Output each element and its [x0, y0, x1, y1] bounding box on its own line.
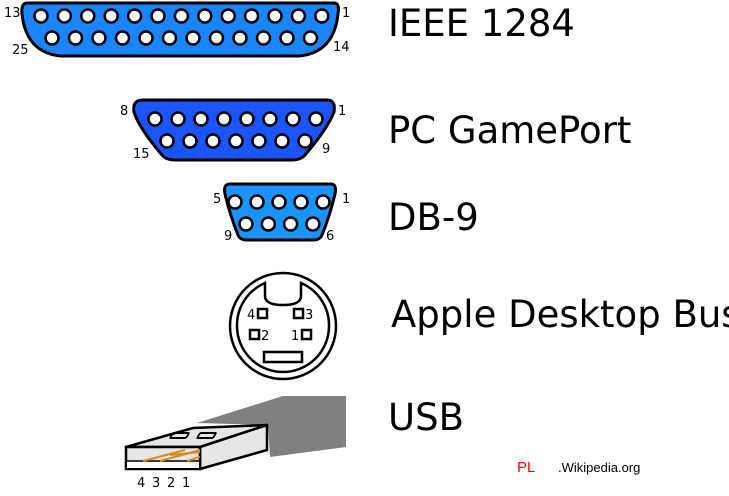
pin-label: 1 [291, 329, 299, 344]
pin-label: 1 [338, 104, 346, 119]
pin-hole [232, 30, 248, 46]
pin-hole [251, 133, 267, 149]
pin-hole [44, 30, 60, 46]
pin-hole [216, 111, 232, 127]
watermark-suffix: .Wikipedia.org [558, 460, 640, 475]
adb-pin [300, 328, 313, 341]
pin-label: 13 [4, 6, 21, 21]
pin-hole [274, 133, 290, 149]
pin-hole [147, 111, 163, 127]
pin-hole [238, 216, 254, 232]
adb-pin [248, 328, 261, 341]
pin-hole [228, 133, 244, 149]
pin-hole [297, 133, 313, 149]
pin-hole [255, 30, 272, 46]
gameport-title: PC GamePort [388, 109, 631, 152]
pin-label: 14 [333, 40, 350, 55]
usb-cable [197, 396, 346, 457]
watermark-prefix: PL [517, 459, 535, 476]
adb-inner-face [235, 281, 331, 374]
pin-hole [67, 30, 84, 46]
pin-label: 1 [342, 6, 350, 21]
pin-hole [185, 30, 201, 46]
pin-label: 3 [152, 476, 160, 491]
pin-hole [290, 8, 307, 24]
pin-hole [161, 30, 178, 46]
usb-hole [169, 432, 190, 439]
pin-hole [126, 8, 143, 24]
pin-hole [314, 8, 330, 24]
pin-hole [267, 8, 283, 24]
usb-contacts [142, 449, 201, 462]
pin-hole [80, 8, 96, 24]
pin-label: 1 [342, 192, 350, 207]
pin-hole [103, 8, 119, 24]
pin-label: 5 [213, 192, 221, 207]
pin-hole [159, 133, 175, 149]
pin-hole [33, 8, 49, 24]
pin-hole [197, 8, 213, 24]
usb-connector: 4 3 2 1 USB [124, 396, 464, 491]
pin-hole [239, 111, 255, 127]
gameport-shell [132, 98, 336, 162]
pin-label: 1 [182, 476, 190, 491]
db9-shell [223, 182, 337, 242]
pin-label: 9 [322, 142, 330, 157]
adb-title: Apple Desktop Bus [391, 293, 729, 336]
pin-hole [205, 133, 221, 149]
pin-hole [243, 8, 260, 24]
pin-hole [138, 30, 154, 46]
pin-hole [193, 111, 209, 127]
pin-label: 2 [167, 476, 175, 491]
pin-hole [308, 111, 324, 127]
pin-hole [285, 111, 301, 127]
pin-hole [227, 194, 243, 210]
ieee1284-title: IEEE 1284 [388, 2, 575, 45]
pin-label: 4 [247, 308, 255, 323]
pin-label: 9 [224, 229, 232, 244]
pin-hole [150, 8, 166, 24]
adb-pin [292, 307, 305, 320]
usb-hole [196, 432, 217, 439]
pin-hole [170, 111, 186, 127]
pin-label: 25 [12, 43, 29, 58]
pin-hole [260, 216, 277, 232]
pin-hole [315, 194, 331, 210]
adb-connector: 4 3 2 1 Apple Desktop Bus [228, 271, 729, 381]
pin-label: 15 [133, 147, 150, 162]
pin-hole [208, 30, 225, 46]
ieee1284-connector: 13 1 25 14 IEEE 1284 [4, 1, 575, 58]
db9-title: DB-9 [388, 196, 479, 239]
pin-label: 2 [261, 329, 269, 344]
db9-connector: 5 1 9 6 DB-9 [213, 182, 479, 244]
pin-hole [182, 133, 198, 149]
watermark: PL .Wikipedia.org [517, 459, 640, 476]
pin-hole [279, 30, 295, 46]
usb-title: USB [388, 396, 464, 439]
pin-label: 6 [326, 229, 334, 244]
usb-tongue [127, 462, 199, 468]
pin-hole [91, 30, 107, 46]
pin-hole [220, 8, 236, 24]
pin-label: 4 [137, 476, 145, 491]
pin-label: 3 [305, 308, 313, 323]
pin-hole [293, 194, 309, 210]
pin-hole [249, 194, 265, 210]
pin-hole [271, 194, 287, 210]
pin-hole [173, 8, 190, 24]
pin-hole [302, 30, 319, 46]
adb-key [262, 350, 304, 364]
pin-hole [262, 111, 278, 127]
gameport-connector: 8 1 15 9 PC GamePort [120, 98, 631, 162]
pin-hole [305, 216, 321, 232]
pin-label: 8 [120, 104, 128, 119]
pin-hole [114, 30, 131, 46]
pin-hole [282, 216, 299, 232]
adb-pin [256, 307, 269, 320]
pin-hole [56, 8, 73, 24]
